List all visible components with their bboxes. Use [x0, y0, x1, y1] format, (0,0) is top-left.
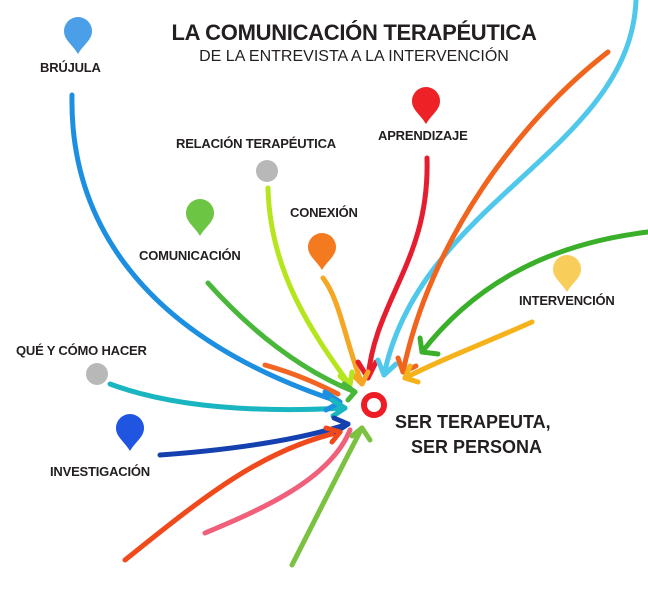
arrow-brujula	[69, 92, 343, 405]
node-label-brujula: BRÚJULA	[40, 60, 101, 75]
circle-icon-que-como	[86, 363, 108, 385]
page-subtitle: DE LA ENTREVISTA A LA INTERVENCIÓN	[199, 48, 509, 65]
arrowhead-aprendizaje	[355, 359, 379, 381]
arrow-orange-top	[400, 49, 611, 375]
node-label-que-como: QUÉ Y CÓMO HACER	[16, 343, 147, 358]
arrow-green-bottom	[289, 425, 365, 568]
map-pin-icon-aprendizaje	[412, 87, 440, 124]
map-pin-icon-comunicacion	[186, 199, 214, 236]
arrowhead-comunicacion	[341, 381, 358, 403]
node-label-aprendizaje: APRENDIZAJE	[378, 128, 468, 143]
arrow-light-blue	[381, 0, 639, 378]
arrow-conexion	[320, 275, 365, 387]
arrow-orange-left	[262, 362, 341, 397]
map-pin-icon-intervencion	[553, 255, 581, 292]
arrow-relacion	[265, 185, 353, 388]
arrowhead-red-bottom	[323, 425, 343, 445]
center-label-line1: SER TERAPEUTA,	[395, 412, 551, 432]
node-label-intervencion: INTERVENCIÓN	[519, 293, 615, 308]
arrow-red-bottom	[122, 429, 343, 563]
arrowhead-investigacion	[331, 415, 351, 435]
arrow-aprendizaje	[365, 155, 430, 381]
arrowhead-relacion	[337, 369, 355, 388]
map-pin-icon-investigacion	[116, 414, 144, 451]
arrowhead-green-right	[417, 335, 441, 357]
arrowhead-que-como	[329, 397, 348, 419]
circle-icon-relacion	[256, 160, 278, 182]
arrowhead-conexion	[349, 369, 371, 387]
arrow-intervencion	[402, 319, 535, 381]
arrowhead-green-bottom	[349, 425, 373, 443]
center-ring	[361, 392, 387, 418]
map-pin-icon-conexion	[308, 233, 336, 270]
arrow-green-right	[419, 229, 648, 355]
arrow-pink	[202, 427, 353, 536]
map-pin-icon-brujula	[64, 17, 92, 54]
node-label-investigacion: INVESTIGACIÓN	[50, 464, 150, 479]
page-title: LA COMUNICACIÓN TERAPÉUTICA	[171, 20, 537, 45]
node-label-conexion: CONEXIÓN	[290, 205, 358, 220]
center-label-line2: SER PERSONA	[411, 437, 543, 457]
arrow-que-como	[107, 381, 348, 413]
arrowhead-intervencion	[402, 363, 421, 385]
arrow-comunicacion	[205, 280, 358, 395]
node-label-relacion: RELACIÓN TERAPÉUTICA	[176, 136, 336, 151]
node-label-comunicacion: COMUNICACIÓN	[139, 248, 241, 263]
arrowhead-light-blue	[375, 357, 399, 378]
